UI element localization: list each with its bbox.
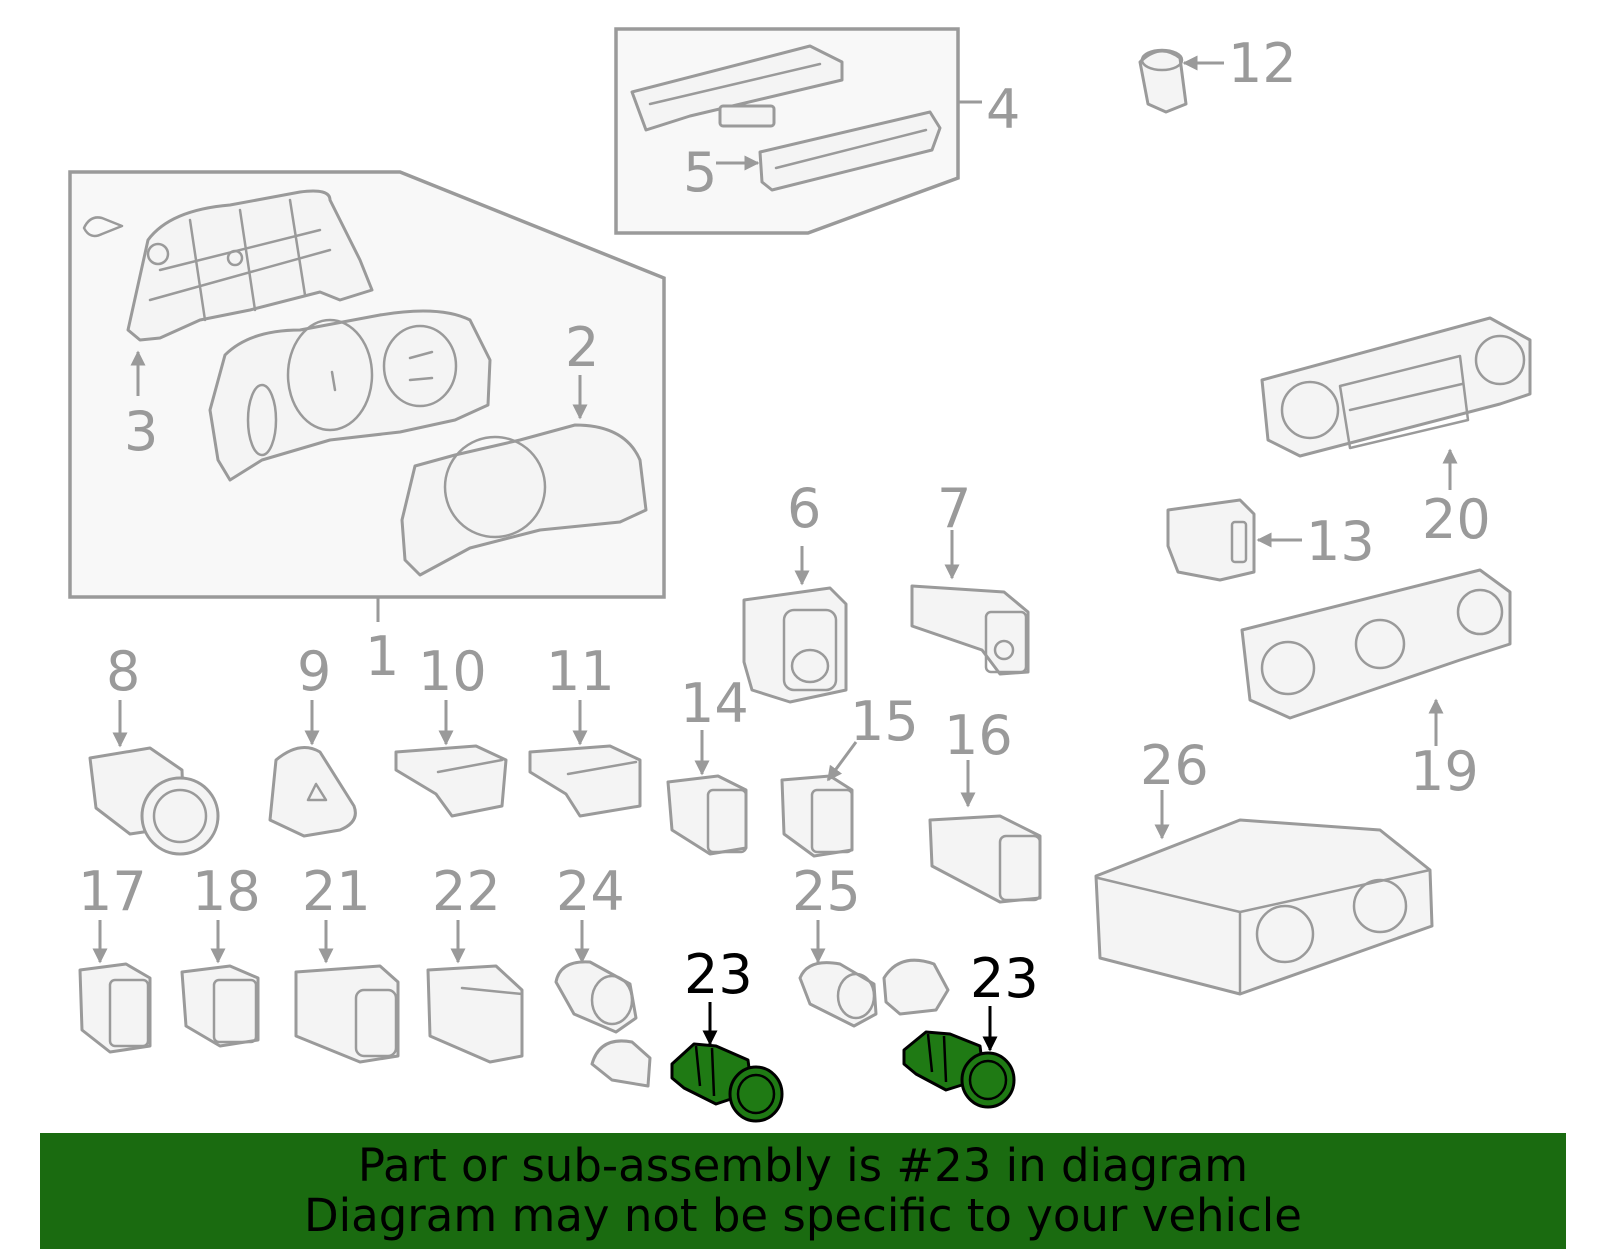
part-21-switch bbox=[294, 964, 400, 1064]
callout-5: 5 bbox=[683, 141, 717, 204]
banner-line-2: Diagram may not be specific to your vehi… bbox=[304, 1189, 1302, 1242]
part-18-switch bbox=[180, 964, 260, 1048]
part-22-switch bbox=[426, 964, 524, 1064]
part-8-push-start bbox=[88, 746, 220, 856]
part-23-socket-left bbox=[670, 1042, 784, 1123]
callout-4: 4 bbox=[986, 78, 1020, 141]
callout-25: 25 bbox=[792, 860, 861, 923]
part-14-switch bbox=[666, 774, 748, 856]
part-19-climate-control bbox=[1240, 568, 1512, 720]
callout-22: 22 bbox=[432, 860, 501, 923]
callout-23-left: 23 bbox=[684, 943, 753, 1006]
callout-17: 17 bbox=[78, 860, 147, 923]
callout-20: 20 bbox=[1422, 488, 1491, 551]
part-3-cluster-housing bbox=[82, 189, 374, 342]
callout-6: 6 bbox=[787, 477, 821, 540]
part-23-socket-right bbox=[902, 1030, 1016, 1109]
part-24-power-socket bbox=[554, 960, 652, 1088]
callout-12: 12 bbox=[1228, 32, 1297, 95]
callout-23-right: 23 bbox=[970, 947, 1039, 1010]
callout-26: 26 bbox=[1140, 734, 1209, 797]
callout-14: 14 bbox=[680, 672, 749, 735]
callout-1: 1 bbox=[365, 625, 399, 688]
banner-line-1: Part or sub-assembly is #23 in diagram bbox=[357, 1139, 1249, 1192]
part-15-switch bbox=[780, 774, 854, 858]
part-25-power-socket bbox=[798, 958, 950, 1028]
callout-19: 19 bbox=[1410, 740, 1479, 803]
callout-24: 24 bbox=[556, 860, 625, 923]
callout-3: 3 bbox=[124, 400, 158, 463]
part-11-switch bbox=[528, 744, 642, 818]
part-2-cluster-lens bbox=[400, 423, 648, 577]
part-17-switch bbox=[78, 962, 152, 1054]
callout-7: 7 bbox=[937, 477, 971, 540]
part-9-hazard-switch bbox=[268, 746, 357, 838]
callout-21: 21 bbox=[302, 860, 371, 923]
callout-15: 15 bbox=[850, 690, 919, 753]
callout-10: 10 bbox=[418, 640, 487, 703]
part-4-panel-upper bbox=[630, 44, 844, 132]
part-5-panel-lower bbox=[758, 110, 942, 192]
callout-16: 16 bbox=[944, 704, 1013, 767]
part-16-switch bbox=[928, 814, 1042, 904]
callout-11: 11 bbox=[546, 640, 615, 703]
part-7-switch bbox=[910, 584, 1030, 676]
part-1-gauge-face bbox=[208, 309, 492, 482]
callout-13: 13 bbox=[1306, 510, 1375, 573]
callout-18: 18 bbox=[192, 860, 261, 923]
part-6-switch bbox=[742, 586, 848, 704]
part-12-clip bbox=[1138, 48, 1188, 114]
part-26-control-head bbox=[1094, 818, 1434, 996]
part-20-climate-control bbox=[1260, 316, 1532, 458]
callout-2: 2 bbox=[565, 316, 599, 379]
info-banner: Part or sub-assembly is #23 in diagram D… bbox=[40, 1133, 1566, 1249]
callout-9: 9 bbox=[297, 640, 331, 703]
part-13-switch bbox=[1166, 498, 1256, 582]
callout-8: 8 bbox=[106, 640, 140, 703]
part-10-switch bbox=[394, 744, 508, 818]
